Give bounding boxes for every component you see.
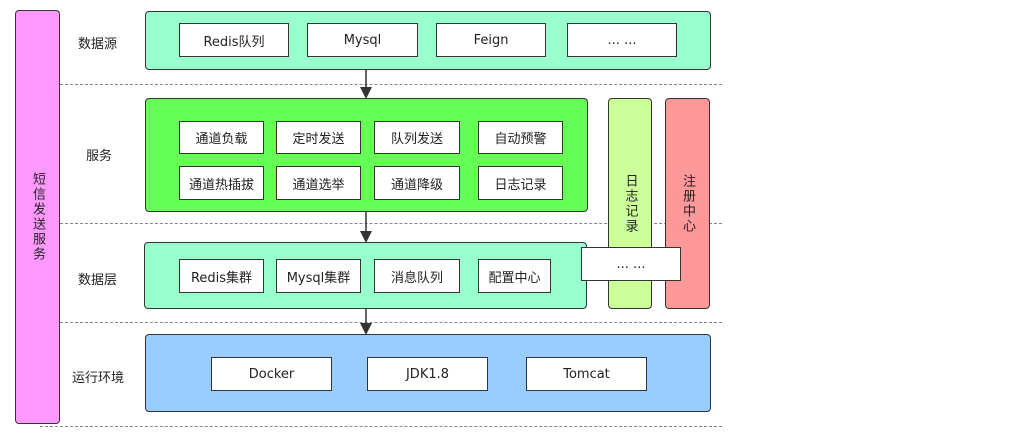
separator-line [40, 426, 722, 427]
service-item: 队列发送 [374, 121, 460, 154]
datasource-item: Feign [436, 23, 546, 57]
separator-line [60, 322, 722, 323]
service-item: 通道热插拔 [179, 166, 264, 200]
service-item: 通道负载 [179, 121, 264, 154]
service-item: 定时发送 [276, 121, 361, 154]
row-label-runtime: 运行环境 [72, 371, 125, 386]
service-item: 日志记录 [478, 166, 563, 200]
datalayer-item: 配置中心 [478, 259, 551, 293]
separator-line [60, 84, 722, 85]
service-item: 通道选举 [276, 166, 361, 200]
datalayer-item: 消息队列 [374, 259, 460, 293]
more-box: ... ... [581, 247, 681, 281]
datalayer-item: Redis集群 [179, 259, 264, 293]
sidebar-sms-service: 短信发送服务 [15, 10, 60, 424]
runtime-item: Tomcat [526, 357, 647, 391]
datasource-item: Mysql [307, 23, 418, 57]
datasource-item: ... ... [567, 23, 677, 57]
separator-line [60, 223, 722, 224]
runtime-item: Docker [211, 357, 332, 391]
runtime-item: JDK1.8 [367, 357, 488, 391]
datalayer-item: Mysql集群 [276, 259, 361, 293]
registry-column-label: 注册中心 [680, 173, 695, 234]
sidebar-label: 短信发送服务 [30, 172, 45, 262]
row-label-service: 服务 [86, 149, 113, 164]
log-column-label: 日志记录 [622, 173, 638, 234]
service-item: 自动预警 [478, 121, 563, 154]
datasource-item: Redis队列 [179, 23, 289, 57]
service-item: 通道降级 [374, 166, 460, 200]
row-label-datasource: 数据源 [78, 37, 118, 52]
row-label-datalayer: 数据层 [78, 273, 118, 288]
